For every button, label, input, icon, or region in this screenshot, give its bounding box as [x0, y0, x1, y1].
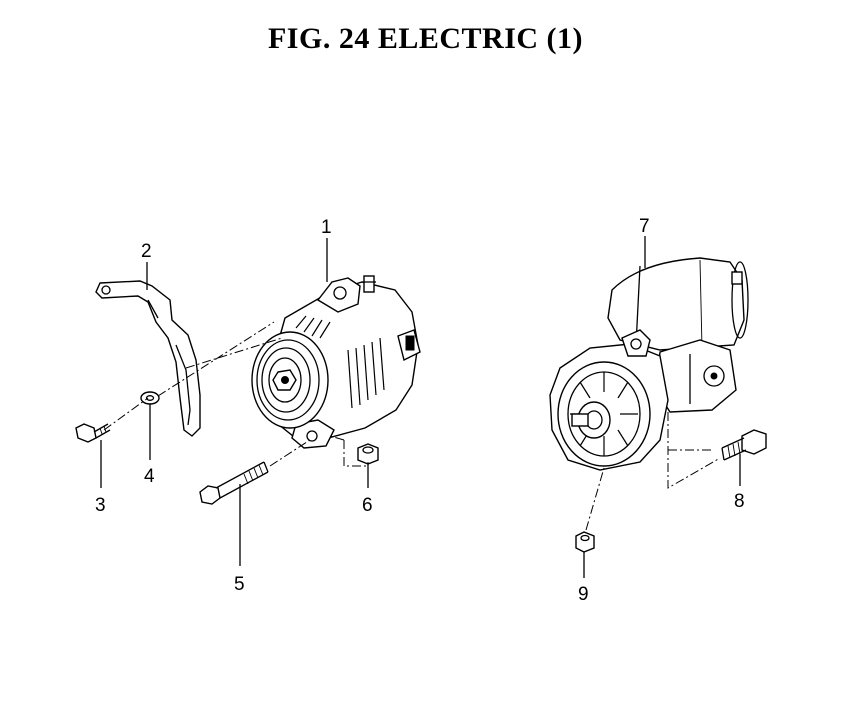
bracket-illustration	[95, 280, 201, 437]
bolt-8-illustration	[721, 429, 767, 461]
callout-4: 4	[144, 466, 155, 487]
starter-motor-illustration	[549, 257, 749, 471]
leader-lines	[100, 236, 741, 578]
callout-numbers: 1 2 3 4 5 6 7 8 9	[95, 216, 745, 605]
callout-7: 7	[639, 216, 650, 237]
alternator-illustration	[251, 275, 421, 449]
callout-9: 9	[578, 584, 589, 605]
figure-title: FIG. 24 ELECTRIC (1)	[267, 22, 584, 55]
bolt-3-illustration	[75, 423, 111, 443]
washer-illustration	[140, 391, 160, 405]
callout-3: 3	[95, 495, 106, 516]
callout-1: 1	[321, 217, 332, 238]
bolt-5-illustration	[199, 461, 269, 505]
callout-6: 6	[362, 495, 373, 516]
callout-2: 2	[141, 241, 152, 262]
nut-6-illustration	[357, 443, 379, 465]
nut-9-illustration	[575, 531, 595, 553]
callout-8: 8	[734, 491, 745, 512]
callout-5: 5	[234, 574, 245, 595]
